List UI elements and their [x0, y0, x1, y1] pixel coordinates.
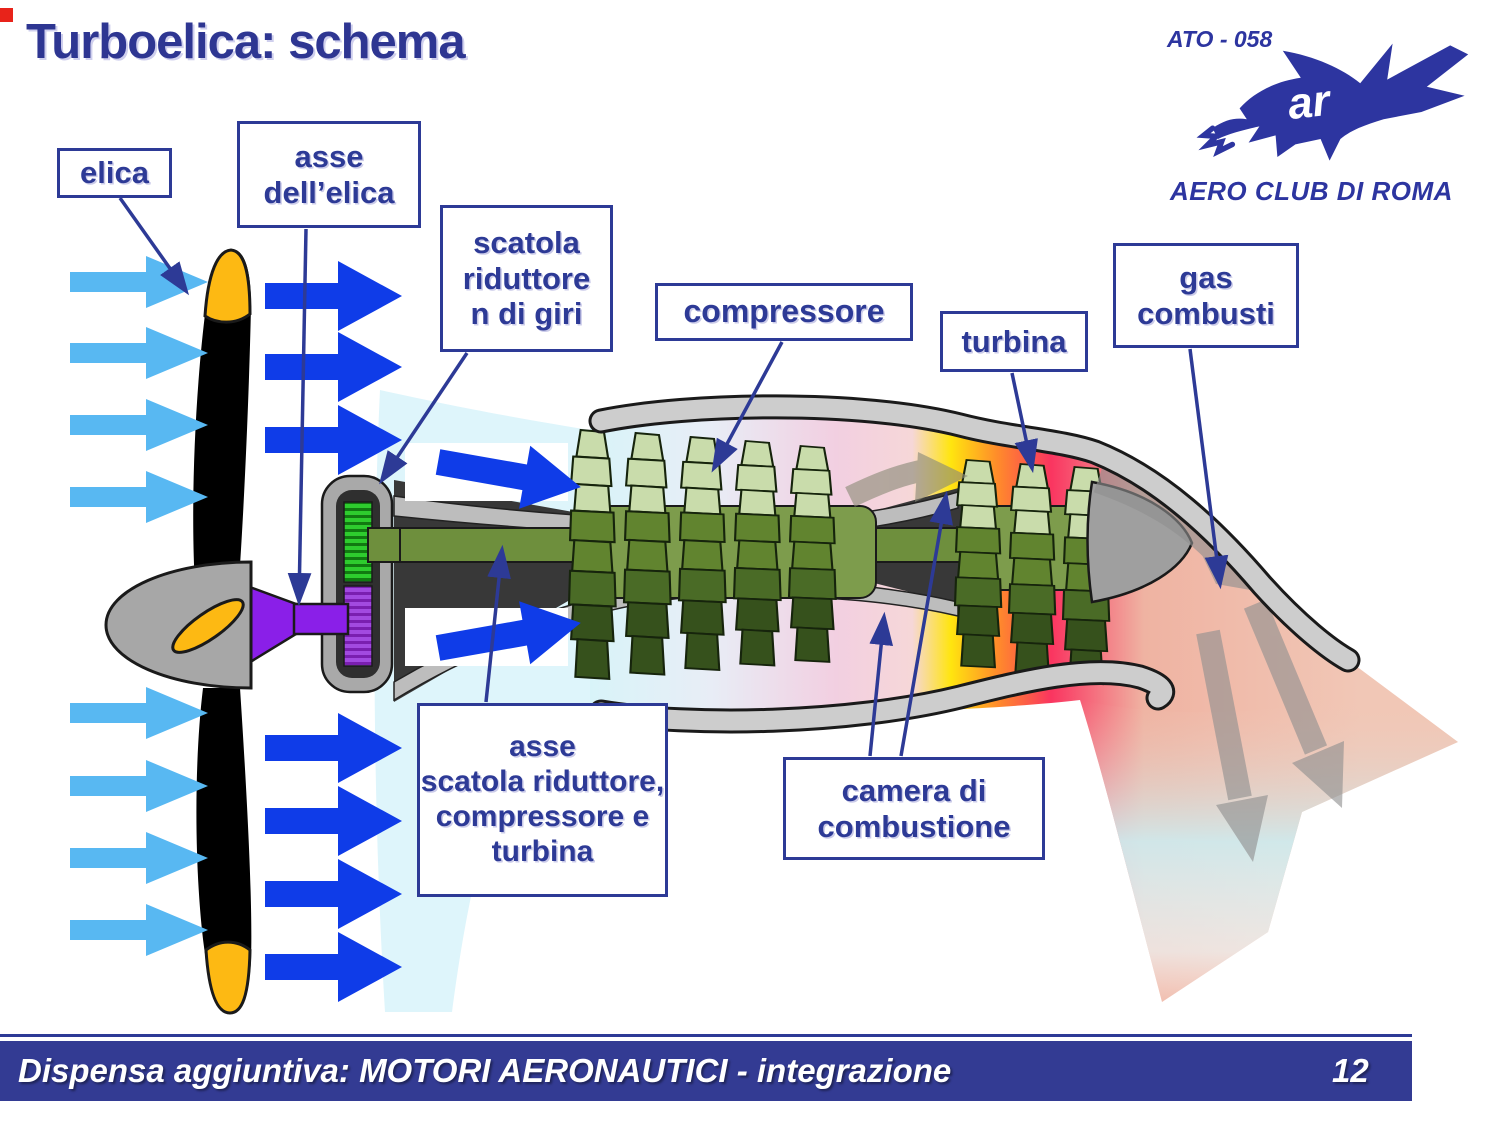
ato-code-text: ATO - 058 — [1167, 26, 1273, 52]
leader-camera-1 — [868, 611, 894, 757]
label-elica: elica — [57, 148, 172, 198]
label-compressore: compressore — [655, 283, 913, 341]
corner-mark — [0, 8, 13, 22]
inlet-flow — [405, 443, 581, 666]
label-asse-elica: asse dell’elica — [237, 121, 421, 228]
spinner — [104, 560, 253, 690]
leader-camera-2 — [899, 490, 953, 757]
footer-bar: Dispensa aggiuntiva: MOTORI AERONAUTICI … — [0, 1041, 1412, 1101]
leader-elica — [118, 196, 190, 296]
exhaust-plume — [1080, 688, 1458, 1002]
blade-root — [171, 598, 245, 654]
page-title: Turboelica: schema — [26, 15, 466, 69]
propwash-arrows — [265, 261, 402, 1002]
footer-rule — [0, 1034, 1412, 1037]
eagle-logo-icon — [1196, 43, 1469, 161]
footer-text: Dispensa aggiuntiva: MOTORI AERONAUTICI … — [18, 1052, 952, 1089]
label-scatola-riduttore: scatola riduttore n di giri — [440, 205, 613, 352]
propeller-shaft — [245, 584, 350, 667]
engine-casing — [588, 394, 1361, 734]
leader-asse-elica — [287, 228, 312, 607]
propeller-tip-bottom — [204, 940, 252, 1015]
annotation-arrows — [118, 196, 1229, 757]
leader-scatola — [379, 352, 469, 485]
leader-asse-motore — [484, 544, 511, 703]
leader-turbina — [1010, 372, 1038, 474]
propeller — [104, 248, 253, 1015]
page-number: 12 — [1332, 1052, 1369, 1089]
leader-gas — [1188, 348, 1229, 590]
label-gas-combusti: gas combusti — [1113, 243, 1299, 348]
propeller-tip-top — [203, 248, 252, 324]
eagle-monogram: ar — [1285, 75, 1332, 130]
turbine-blades — [953, 458, 1111, 686]
leader-compressore — [711, 341, 784, 473]
gearbox — [320, 474, 401, 694]
aero-club-text: AERO CLUB DI ROMA — [1170, 176, 1453, 206]
label-camera-combustione: camera di combustione — [783, 757, 1045, 860]
label-asse-motore: asse scatola riduttore, compressore e tu… — [417, 703, 668, 897]
label-turbina: turbina — [940, 311, 1088, 372]
